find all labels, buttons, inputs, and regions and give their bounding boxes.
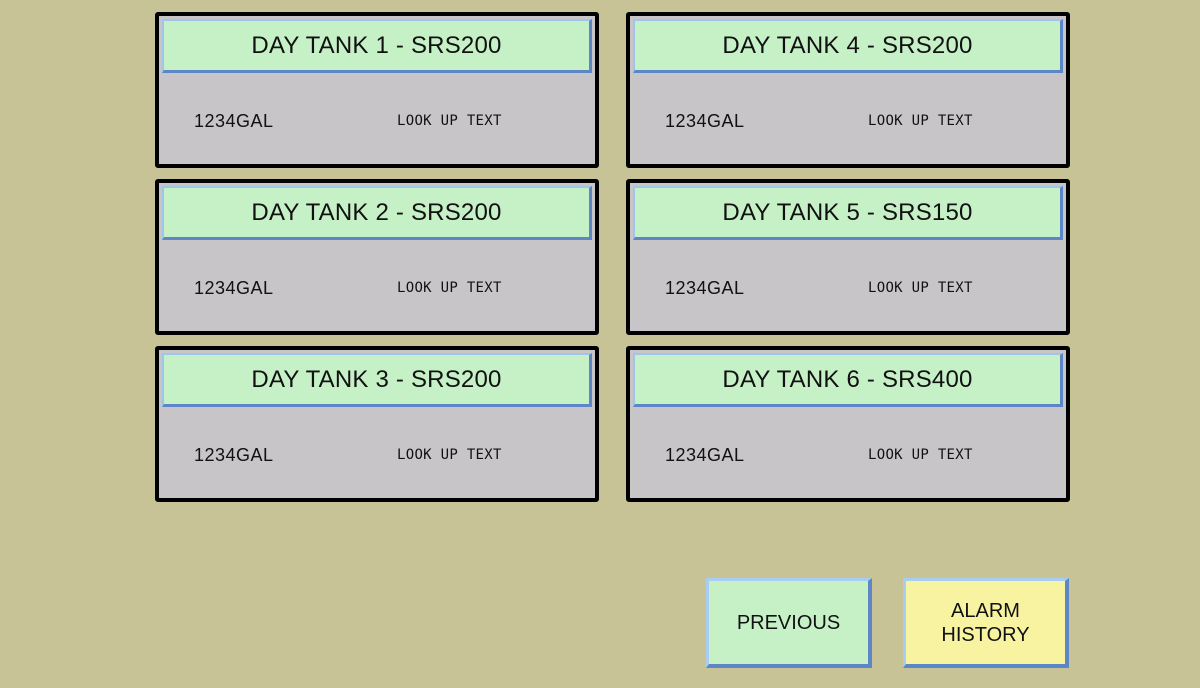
- tank-title: DAY TANK 4 - SRS200: [722, 31, 973, 59]
- tank-header-1[interactable]: DAY TANK 1 - SRS200: [162, 19, 592, 73]
- tank-panel-5[interactable]: DAY TANK 5 - SRS150 1234GAL LOOK UP TEXT: [626, 179, 1070, 335]
- tank-title: DAY TANK 6 - SRS400: [722, 365, 973, 393]
- tank-panel-3[interactable]: DAY TANK 3 - SRS200 1234GAL LOOK UP TEXT: [155, 346, 599, 502]
- tank-status-text: LOOK UP TEXT: [397, 113, 502, 129]
- tank-status-text: LOOK UP TEXT: [868, 113, 973, 129]
- tank-status-text: LOOK UP TEXT: [397, 447, 502, 463]
- tank-level-value: 1234GAL: [665, 445, 745, 465]
- alarm-history-button[interactable]: ALARM HISTORY: [903, 578, 1069, 668]
- tank-level-value: 1234GAL: [194, 111, 274, 131]
- tank-header-5[interactable]: DAY TANK 5 - SRS150: [633, 186, 1063, 240]
- tank-header-4[interactable]: DAY TANK 4 - SRS200: [633, 19, 1063, 73]
- tank-level-value: 1234GAL: [665, 111, 745, 131]
- tank-panel-6[interactable]: DAY TANK 6 - SRS400 1234GAL LOOK UP TEXT: [626, 346, 1070, 502]
- previous-button[interactable]: PREVIOUS: [706, 578, 872, 668]
- tank-header-6[interactable]: DAY TANK 6 - SRS400: [633, 353, 1063, 407]
- tank-header-3[interactable]: DAY TANK 3 - SRS200: [162, 353, 592, 407]
- tank-status-text: LOOK UP TEXT: [868, 447, 973, 463]
- tank-title: DAY TANK 5 - SRS150: [722, 198, 973, 226]
- tank-title: DAY TANK 2 - SRS200: [251, 198, 502, 226]
- tank-panel-4[interactable]: DAY TANK 4 - SRS200 1234GAL LOOK UP TEXT: [626, 12, 1070, 168]
- tank-level-value: 1234GAL: [194, 278, 274, 298]
- tank-level-value: 1234GAL: [194, 445, 274, 465]
- tank-panel-2[interactable]: DAY TANK 2 - SRS200 1234GAL LOOK UP TEXT: [155, 179, 599, 335]
- tank-level-value: 1234GAL: [665, 278, 745, 298]
- tank-status-text: LOOK UP TEXT: [868, 280, 973, 296]
- tank-title: DAY TANK 3 - SRS200: [251, 365, 502, 393]
- tank-panel-1[interactable]: DAY TANK 1 - SRS200 1234GAL LOOK UP TEXT: [155, 12, 599, 168]
- tank-title: DAY TANK 1 - SRS200: [251, 31, 502, 59]
- tank-header-2[interactable]: DAY TANK 2 - SRS200: [162, 186, 592, 240]
- tank-status-text: LOOK UP TEXT: [397, 280, 502, 296]
